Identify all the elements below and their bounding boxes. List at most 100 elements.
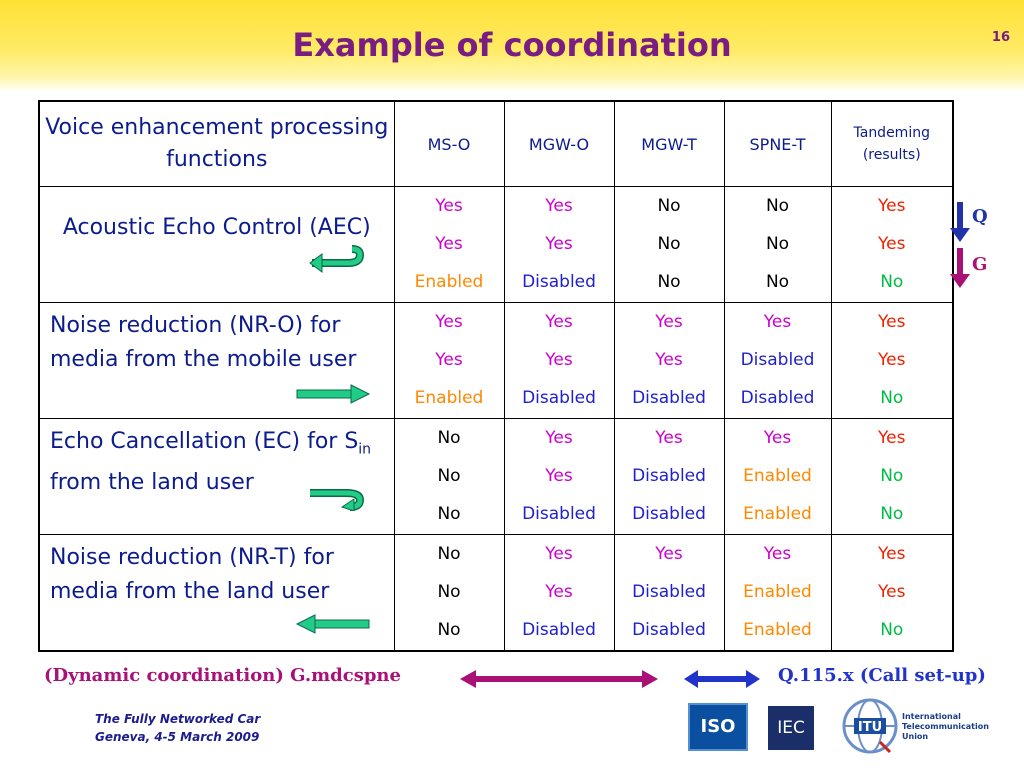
arrow-left-icon xyxy=(295,614,370,634)
value: Enabled xyxy=(743,581,812,602)
value: Yes xyxy=(545,581,573,602)
value: Enabled xyxy=(414,272,484,293)
call-setup-label: Q.115.x (Call set-up) xyxy=(778,665,986,686)
value: Disabled xyxy=(632,465,706,486)
value: Disabled xyxy=(522,272,596,293)
value: Yes xyxy=(763,311,792,332)
value: No xyxy=(657,272,681,293)
value: No xyxy=(765,233,790,254)
value: Enabled xyxy=(743,465,812,486)
value: Disabled xyxy=(632,504,706,525)
cell-spne-t: Yes Enabled Enabled xyxy=(723,418,832,535)
value: Yes xyxy=(435,311,463,332)
row-label: Noise reduction (NR-T) for media from th… xyxy=(50,545,334,604)
slide-number: 16 xyxy=(991,30,1010,45)
row-label-text: from the land user xyxy=(50,470,254,496)
table-header-row: Voice enhancement processing functions M… xyxy=(38,100,954,187)
value: No xyxy=(880,272,904,293)
value: No xyxy=(437,504,461,525)
value: Yes xyxy=(878,233,906,254)
value: Yes xyxy=(878,349,906,370)
value: Disabled xyxy=(522,620,596,641)
value: No xyxy=(657,195,681,216)
value: No xyxy=(437,465,461,486)
value: Disabled xyxy=(632,620,706,641)
return-arrow-right-icon xyxy=(310,489,365,511)
cell-tandeming: Yes Yes No xyxy=(830,534,954,652)
cell-tandeming: Yes Yes No xyxy=(830,302,954,419)
header-band xyxy=(0,0,1024,92)
value: Yes xyxy=(878,195,906,216)
double-arrow-icon xyxy=(460,670,658,688)
value: Yes xyxy=(878,543,906,564)
column-header-mgw-o: MGW-O xyxy=(503,100,615,187)
itu-text-line: Telecommunication xyxy=(902,722,989,731)
value: No xyxy=(437,620,461,641)
value: Enabled xyxy=(743,504,812,525)
arrow-down-icon xyxy=(950,248,970,288)
double-arrow-icon xyxy=(684,670,760,688)
return-arrow-left-icon xyxy=(309,245,365,273)
value: Yes xyxy=(545,427,573,448)
column-header-spne-t: SPNE-T xyxy=(723,100,832,187)
itu-logo-icon: ITU xyxy=(842,698,898,754)
itu-text: International Telecommunication Union xyxy=(902,712,989,742)
value: No xyxy=(657,233,681,254)
value: Disabled xyxy=(632,581,706,602)
value: Yes xyxy=(655,427,683,448)
column-header-tandeming: Tandeming (results) xyxy=(830,100,954,187)
value: No xyxy=(765,272,790,293)
value: Enabled xyxy=(414,388,484,409)
cell-mgw-t: Yes Disabled Disabled xyxy=(613,418,725,535)
value: Yes xyxy=(545,349,573,370)
iso-logo: ISO xyxy=(688,703,748,751)
value: Yes xyxy=(655,349,683,370)
arrow-right-icon xyxy=(296,384,371,404)
value: No xyxy=(765,195,790,216)
dynamic-coordination-label: (Dynamic coordination) G.mdcspne xyxy=(44,665,401,686)
row-label-cell: Echo Cancellation (EC) for Sin from the … xyxy=(38,418,395,535)
itu-text-line: International xyxy=(902,712,961,721)
value: No xyxy=(437,543,461,564)
cell-tandeming: Yes No No xyxy=(830,418,954,535)
value: Disabled xyxy=(522,388,596,409)
row-label-subscript: in xyxy=(358,441,372,458)
row-label-cell: Acoustic Echo Control (AEC) xyxy=(38,186,395,303)
row-label: Echo Cancellation (EC) for Sin from the … xyxy=(50,425,374,500)
value: Disabled xyxy=(740,349,815,370)
value: Yes xyxy=(545,543,573,564)
value: Yes xyxy=(435,195,463,216)
iec-logo: IEC xyxy=(768,703,814,750)
row-label: Noise reduction (NR-O) for media from th… xyxy=(50,313,357,372)
value: No xyxy=(880,504,904,525)
cell-ms-o: Yes Yes Enabled xyxy=(393,302,505,419)
cell-mgw-o: Yes Yes Disabled xyxy=(503,418,615,535)
value: No xyxy=(880,465,904,486)
value: Yes xyxy=(655,543,683,564)
footer-line2: Geneva, 4-5 March 2009 xyxy=(95,730,260,744)
cell-spne-t: No No No xyxy=(723,186,832,303)
cell-ms-o: No No No xyxy=(393,418,505,535)
cell-spne-t: Yes Disabled Disabled xyxy=(723,302,832,419)
header-label: Voice enhancement processing functions xyxy=(38,100,395,187)
row-label: Acoustic Echo Control (AEC) xyxy=(62,215,371,240)
value: Yes xyxy=(763,427,792,448)
cell-mgw-o: Yes Yes Disabled xyxy=(503,186,615,303)
cell-mgw-o: Yes Yes Disabled xyxy=(503,302,615,419)
row-label-cell: Noise reduction (NR-O) for media from th… xyxy=(38,302,395,419)
cell-mgw-t: No No No xyxy=(613,186,725,303)
cell-tandeming: Yes Yes No xyxy=(830,186,954,303)
value: No xyxy=(437,581,461,602)
cell-ms-o: No No No xyxy=(393,534,505,652)
value: Yes xyxy=(545,465,573,486)
value: No xyxy=(437,427,461,448)
table-row: Echo Cancellation (EC) for Sin from the … xyxy=(38,418,954,535)
cell-ms-o: Yes Yes Enabled xyxy=(393,186,505,303)
table-row: Noise reduction (NR-O) for media from th… xyxy=(38,302,954,419)
value: Yes xyxy=(435,349,463,370)
value: Disabled xyxy=(632,388,706,409)
value: Yes xyxy=(435,233,463,254)
value: Yes xyxy=(545,195,573,216)
q-label: Q xyxy=(972,206,988,227)
value: Enabled xyxy=(743,620,812,641)
